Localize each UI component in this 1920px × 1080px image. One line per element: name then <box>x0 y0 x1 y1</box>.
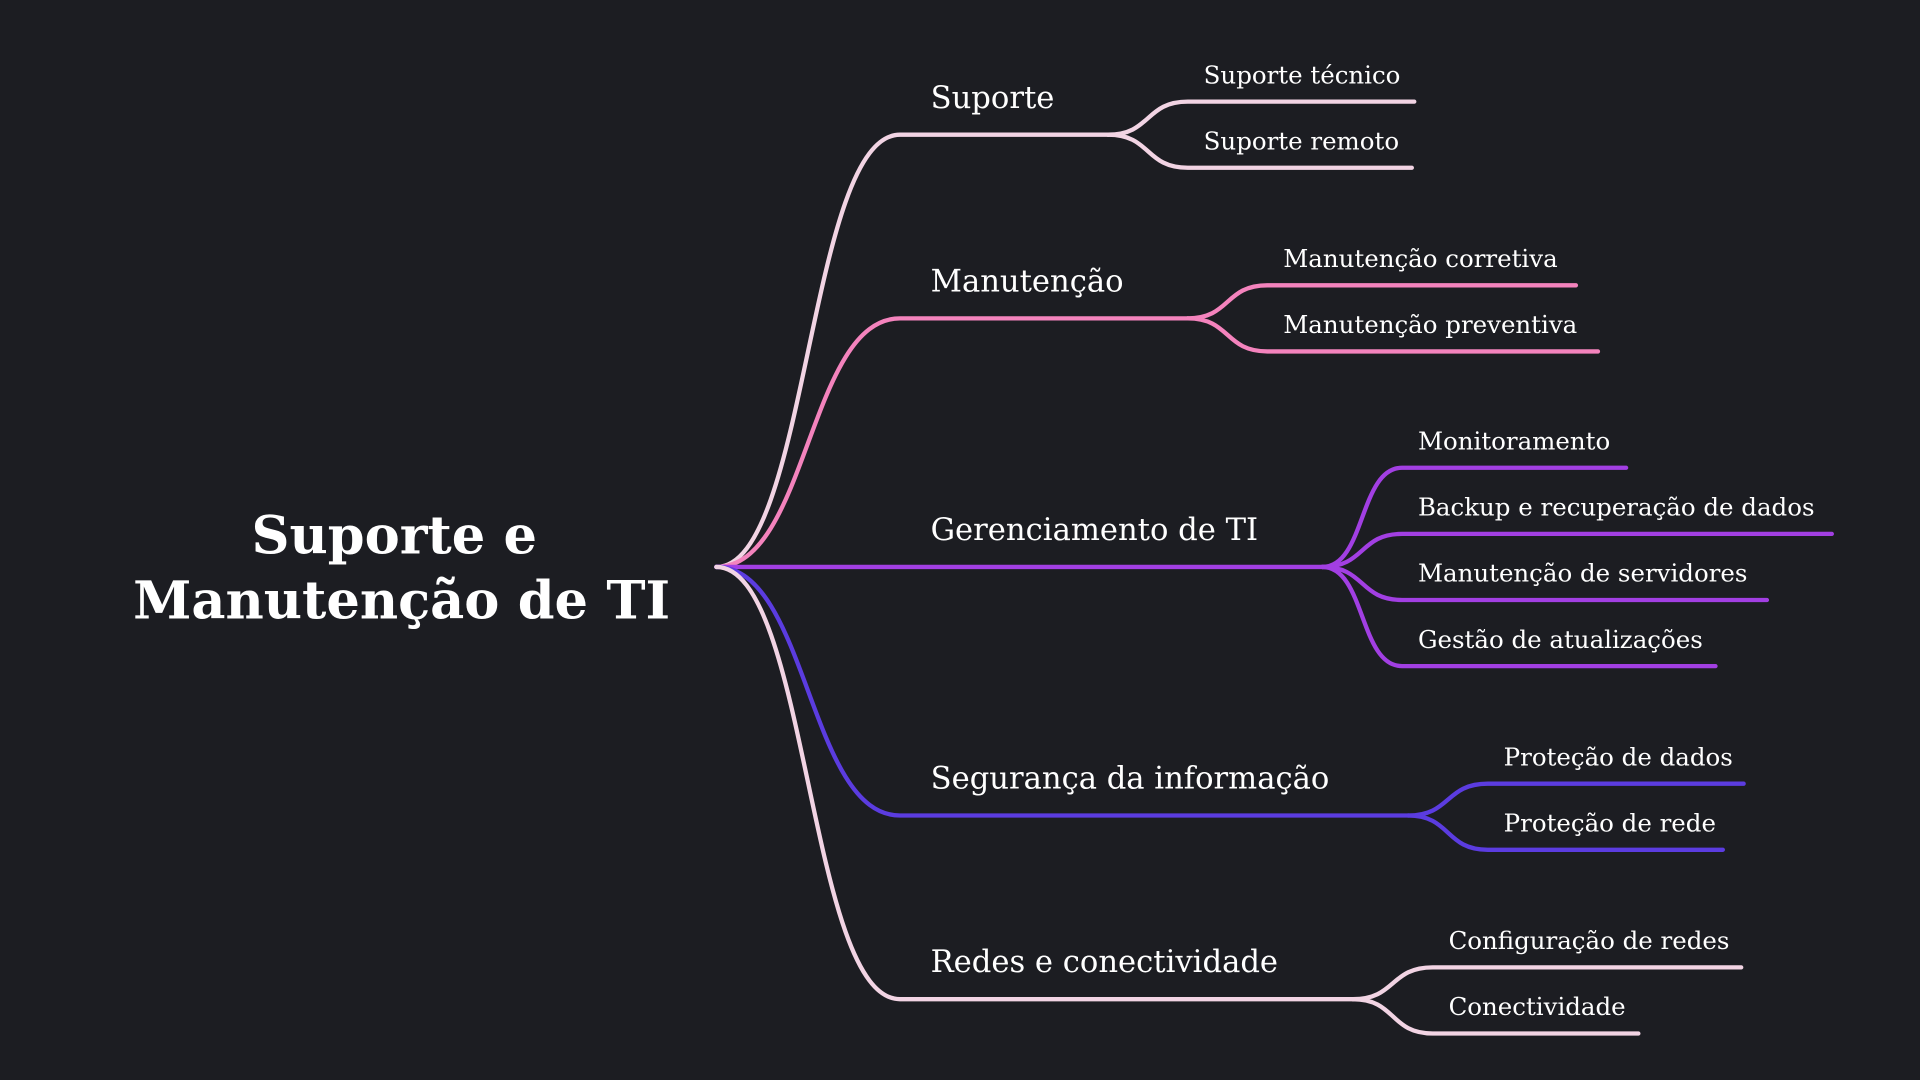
leaf-connector <box>1320 465 1629 570</box>
leaf-label: Suporte técnico <box>1204 60 1401 89</box>
leaf-connector <box>1106 99 1417 137</box>
branch-connector <box>714 316 1190 570</box>
branch-connector <box>714 564 1411 818</box>
branch-connector <box>714 564 1356 1002</box>
leaf-label: Backup e recuperação de dados <box>1418 493 1815 522</box>
branch-label: Redes e conectividade <box>931 945 1278 980</box>
leaf-label: Manutenção preventiva <box>1283 310 1577 339</box>
leaf-connector <box>1185 316 1601 354</box>
leaf-connector <box>1320 531 1834 570</box>
root-title-line-2: Manutenção de TI <box>133 570 670 631</box>
branch-label: Suporte <box>931 81 1055 116</box>
branch-connector <box>714 132 1111 570</box>
leaf-connector <box>1320 564 1718 669</box>
leaf-connector <box>1406 781 1746 818</box>
leaf-label: Proteção de rede <box>1504 808 1716 837</box>
branch-label: Gerenciamento de TI <box>931 513 1258 548</box>
leaf-label: Gestão de atualizações <box>1418 625 1703 654</box>
leaf-label: Monitoramento <box>1418 426 1610 455</box>
leaf-connector <box>1350 997 1641 1036</box>
leaf-label: Manutenção de servidores <box>1418 559 1747 588</box>
leaf-connector <box>1106 132 1414 170</box>
root-title-line-1: Suporte e <box>251 505 537 566</box>
leaf-label: Suporte remoto <box>1204 126 1399 155</box>
leaf-label: Manutenção corretiva <box>1283 244 1557 273</box>
leaf-connector <box>1185 283 1579 321</box>
leaf-connector <box>1350 965 1744 1002</box>
branch-label: Manutenção <box>931 264 1124 299</box>
leaf-connector <box>1406 813 1725 852</box>
connectors <box>714 99 1834 1036</box>
leaf-label: Configuração de redes <box>1449 926 1730 955</box>
branch-label: Segurança da informação <box>931 762 1330 797</box>
leaf-label: Conectividade <box>1449 992 1626 1021</box>
leaf-label: Proteção de dados <box>1504 742 1733 771</box>
